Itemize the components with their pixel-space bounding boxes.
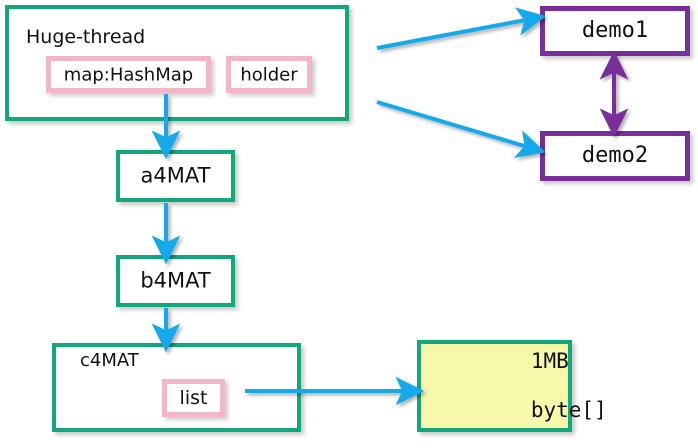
node-byte-buffer-label: 1MB byte[] [421,324,607,448]
node-demo1[interactable]: demo1 [540,6,690,56]
field-map-hashmap-label: map:HashMap [63,63,194,85]
node-c4mat-label: c4MAT [80,350,139,371]
field-list-label: list [179,386,208,409]
buffer-line-2: byte[] [530,398,607,423]
field-map-hashmap[interactable]: map:HashMap [46,56,211,93]
edge-thread-to-demo2 [376,100,546,158]
node-a4mat-label: a4MAT [140,163,211,188]
node-byte-buffer[interactable]: 1MB byte[] [417,340,607,432]
field-list[interactable]: list [162,379,225,417]
node-b4mat[interactable]: b4MAT [116,255,235,307]
node-a4mat[interactable]: a4MAT [116,150,235,202]
field-holder[interactable]: holder [226,56,312,93]
edge-thread-to-demo1 [376,7,546,50]
buffer-line-1: 1MB [530,348,569,373]
node-demo2-label: demo2 [581,143,649,169]
node-demo2[interactable]: demo2 [540,131,690,181]
field-holder-label: holder [240,63,298,85]
node-demo1-label: demo1 [581,18,649,44]
node-b4mat-label: b4MAT [140,268,211,293]
node-huge-thread-label: Huge-thread [26,26,146,48]
